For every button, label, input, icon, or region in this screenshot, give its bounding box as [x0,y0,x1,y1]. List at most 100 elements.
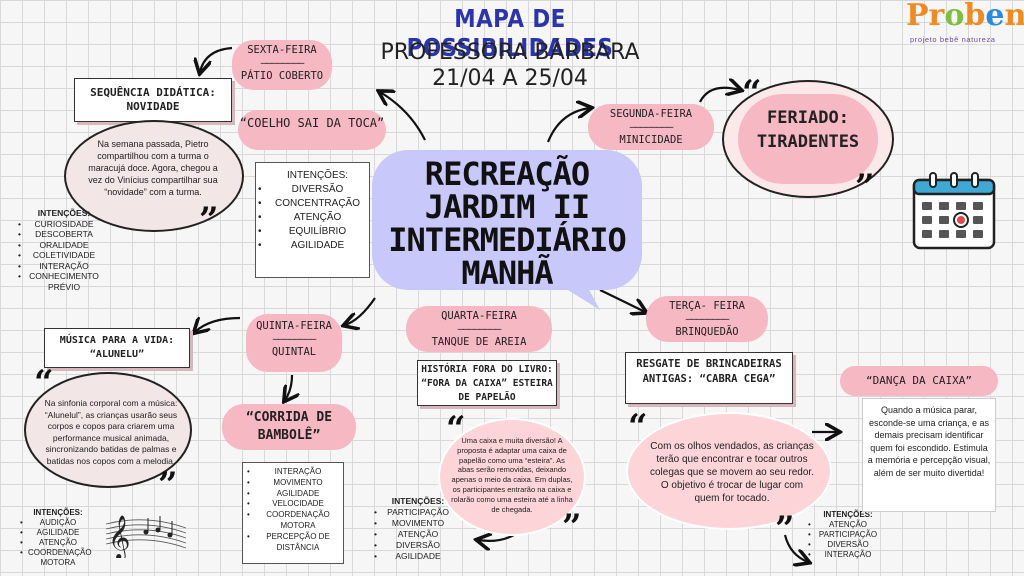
danca-text: Quando a música parar, esconde-se uma cr… [867,405,991,478]
arrow-thursday-to-bambole [285,374,292,400]
arrow-friday-to-sequence [200,46,233,72]
friday-left-intentions: INTENÇÕES: CURIOSIDADE DESCOBERTA ORALID… [18,208,102,292]
intention-item: ORALIDADE [18,240,102,251]
holiday-text: FERIADO: TIRADENTES [756,108,860,152]
center-line: MANHÃ [461,254,553,292]
intention-item: CURIOSIDADE [18,219,102,230]
center-line: RECREAÇÃO [424,155,590,193]
divider: ———————— [272,333,317,345]
intentions-heading: INTENÇÕES: [37,208,91,218]
friday-bubble [64,120,244,232]
divider: ———————— [260,57,305,69]
intentions-heading: INTENÇÕES: [391,496,445,506]
sequence-title-box: SEQUÊNCIA DIDÁTICA: NOVIDADE [74,78,232,122]
svg-text:𝄞: 𝄞 [108,515,130,558]
bambole-title: “CORRIDA DE BAMBOLÊ” [222,404,356,450]
wednesday-bubble [438,418,586,536]
divider: ———————— [629,121,674,133]
tuesday-bubble [626,412,832,530]
day-label: SEXTA-FEIRA [247,44,317,56]
place-label: QUINTAL [271,346,317,358]
wednesday-intentions: INTENÇÕES: PARTICIPAÇÃO MOVIMENTO ATENÇÃ… [374,496,454,562]
intention-item: DIVERSÃO [808,540,880,550]
arrow-thursday-to-music [195,318,241,332]
intention-item: COORDENAÇÃO MOTORA [20,548,92,568]
intention-item: ATENÇÃO [374,529,454,540]
place-label: BRINQUEDÃO [675,326,739,338]
place-label: MINICIDADE [619,134,683,146]
intention-item: INTERAÇÃO [18,261,102,272]
intention-item: DESCOBERTA [18,229,102,240]
open-quote-icon: “ [742,73,762,113]
open-quote-icon: “ [628,407,648,447]
wednesday-text: Uma caixa e muita diversão! A proposta é… [451,436,573,514]
monday-pill: SEGUNDA-FEIRA ———————— MINICIDADE [588,104,714,150]
tuesday-pill: TERÇA- FEIRA ———————— BRINQUEDÃO [646,296,768,342]
intention-item: MOVIMENTO [247,478,341,489]
intention-item: ATENÇÃO [20,538,88,548]
intention-item: AGILIDADE [258,239,369,253]
intention-item: AGILIDADE [247,489,341,500]
intention-item: COORDENAÇÃO MOTORA [247,510,341,532]
intention-item: PARTICIPAÇÃO [808,530,880,540]
intention-item: AGILIDADE [374,551,454,562]
music-notes-icon: 𝄞 [105,502,187,561]
day-label: QUARTA-FEIRA [441,310,517,322]
intention-item: AGILIDADE [20,528,88,538]
close-quote-icon: ” [775,509,795,549]
close-quote-icon: ” [199,200,219,240]
open-quote-icon: “ [34,363,54,403]
calendar-icon [912,172,996,250]
intention-item: DIVERSÃO [374,540,454,551]
thursday-pill: QUINTA-FEIRA ———————— QUINTAL [246,314,342,372]
music-intentions: INTENÇÕES: AUDIÇÃO AGILIDADE ATENÇÃO COO… [20,508,92,568]
danca-box: Quando a música parar, esconde-se uma cr… [862,398,996,512]
day-label: QUINTA-FEIRA [256,320,332,332]
intention-item: CONHECIMENTO PRÉVIO [18,271,102,292]
arrow-monday-to-holiday [699,88,740,103]
logo: Proben [906,0,1024,33]
center-speech-bubble: RECREAÇÃO JARDIM II INTERMEDIÁRIO MANHÃ [372,150,642,290]
date-range: 21/04 A 25/04 [432,66,588,91]
intention-item: PERCEPÇÃO DE DISTÂNCIA [247,532,341,554]
page-title: MAPA DE POSSIBILIDADES [406,4,614,62]
music-title-box: MÚSICA PARA A VIDA: “ALUNELU” [44,328,190,368]
intentions-heading: INTENÇÕES: [33,508,83,517]
place-label: TANQUE DE AREIA [431,336,527,348]
arrow-cabra-to-intentions [783,534,808,562]
intention-item: INTERAÇÃO [247,467,341,478]
open-quote-icon: “ [446,409,466,449]
intention-item: PARTICIPAÇÃO [374,507,454,518]
danca-title: “DANÇA DA CAIXA” [840,366,998,396]
close-quote-icon: ” [158,465,178,505]
arrow-to-friday [380,92,426,141]
music-bubble [24,372,192,488]
arrow-to-tuesday [599,289,645,312]
intentions-heading: INTENÇÕES: [823,510,873,519]
holiday-inner [738,94,878,184]
intention-item: VELOCIDADE [247,499,341,510]
friday-pill: SEXTA-FEIRA ———————— PÁTIO COBERTO [232,40,332,90]
intention-item: ATENÇÃO [808,520,880,530]
music-text: Na sinfonia corporal com a música: “Alun… [44,398,178,466]
intention-item: ATENÇÃO [258,211,369,225]
tuesday-text: Com os olhos vendados, as crianças terão… [650,441,814,504]
intention-item: EQUILÍBRIO [258,225,369,239]
wednesday-pill: QUARTA-FEIRA ———————— TANQUE DE AREIA [406,306,552,352]
arrow-to-thursday [345,297,376,325]
divider: ———————— [685,313,730,325]
wednesday-title-box: HISTÓRIA FORA DO LIVRO: “FORA DA CAIXA” … [417,360,557,406]
tuesday-intentions: INTENÇÕES: ATENÇÃO PARTICIPAÇÃO DIVERSÃO… [808,510,880,560]
teacher-name: PROFESSORA BÁRBARA [380,40,640,65]
intentions-heading: INTENÇÕES: [286,170,349,181]
divider: ———————— [457,323,502,335]
intention-item: COLETIVIDADE [18,250,102,261]
intention-item: INTERAÇÃO [808,550,880,560]
intention-item: AUDIÇÃO [20,518,88,528]
center-line: INTERMEDIÁRIO [388,221,626,259]
intention-item: MOVIMENTO [374,518,454,529]
intention-item: CONCENTRAÇÃO [258,197,369,211]
friday-activity-title: “COELHO SAI DA TOCA” [238,110,386,150]
center-line: JARDIM II [424,188,590,226]
